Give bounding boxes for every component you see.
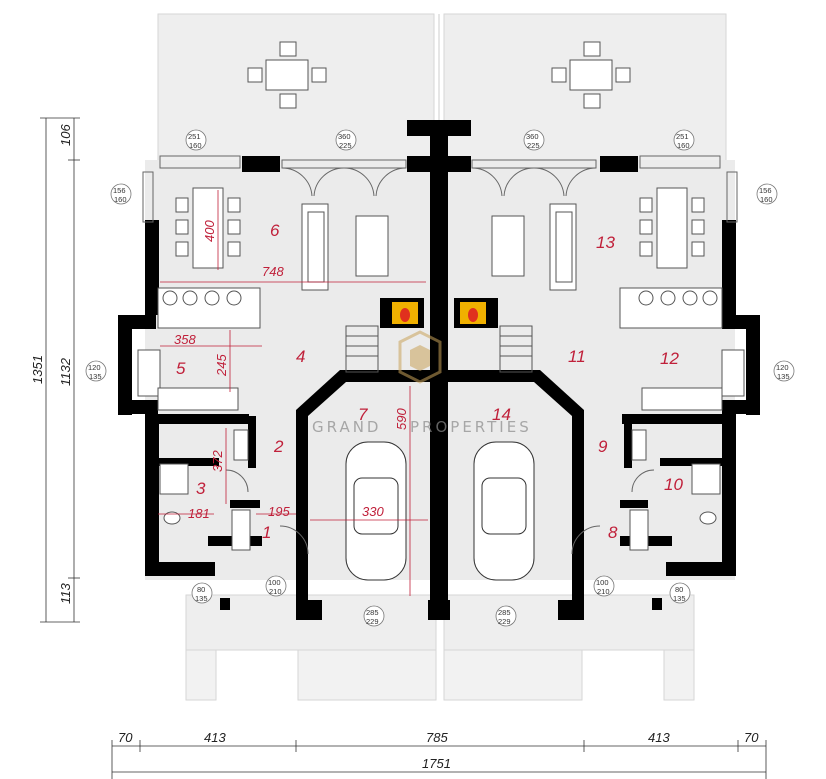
tag-7-h: 135 — [89, 372, 102, 381]
dim-left-total: 1351 — [30, 355, 45, 384]
room-3-label: 3 — [196, 479, 206, 498]
room-13-label: 13 — [596, 233, 615, 252]
room-14-label: 14 — [492, 405, 511, 424]
tag-5-w: 156 — [113, 186, 126, 195]
tag-3-h: 225 — [527, 141, 540, 150]
terrace-table-left — [247, 41, 327, 109]
tag-3-w: 360 — [526, 132, 539, 141]
tag-9-w: 100 — [268, 578, 281, 587]
room-1-label: 1 — [262, 523, 271, 542]
dim-bottom-70-right: 70 — [744, 730, 759, 745]
tag-13-w: 285 — [366, 608, 379, 617]
room-4-label: 4 — [296, 347, 305, 366]
dim-bottom-70-left: 70 — [118, 730, 133, 745]
tag-10-h: 210 — [597, 587, 610, 596]
tag-14-w: 285 — [498, 608, 511, 617]
tag-8-h: 135 — [777, 372, 790, 381]
tag-12-h: 135 — [673, 594, 686, 603]
watermark-text-left: GRAND — [312, 418, 381, 436]
tag-4-w: 251 — [676, 132, 689, 141]
dim-left-1132: 1132 — [58, 357, 73, 386]
dim-bottom-total: 1751 — [422, 756, 451, 771]
fireplace-right — [454, 298, 498, 328]
dim-181: 181 — [188, 506, 210, 521]
tag-2-h: 225 — [339, 141, 352, 150]
room-6-label: 6 — [270, 221, 280, 240]
tag-6-h: 160 — [760, 195, 773, 204]
tag-14-h: 229 — [498, 617, 511, 626]
room-7-label: 7 — [358, 405, 368, 424]
tag-10-w: 100 — [596, 578, 609, 587]
tag-11-w: 80 — [197, 585, 205, 594]
dim-left-113: 113 — [58, 583, 73, 604]
dim-left-106: 106 — [58, 124, 73, 146]
tag-2-w: 360 — [338, 132, 351, 141]
room-5-label: 5 — [176, 359, 186, 378]
dim-748: 748 — [262, 264, 284, 279]
tag-9-h: 210 — [269, 587, 282, 596]
dining-table-right — [639, 187, 705, 269]
dim-358: 358 — [174, 332, 196, 347]
opening-tags — [85, 129, 795, 627]
tag-5-h: 160 — [114, 195, 127, 204]
tag-11-h: 135 — [195, 594, 208, 603]
dim-400: 400 — [202, 220, 217, 242]
sofa-left — [301, 203, 389, 291]
car-right — [473, 441, 535, 581]
room-12-label: 12 — [660, 349, 679, 368]
dim-bottom-413-right: 413 — [648, 730, 670, 745]
dim-bottom-413-left: 413 — [204, 730, 226, 745]
tag-1-h: 160 — [189, 141, 202, 150]
watermark-logo — [398, 330, 442, 384]
dim-195: 195 — [268, 504, 290, 519]
room-11-label: 11 — [568, 347, 586, 366]
tag-12-w: 80 — [675, 585, 683, 594]
terrace-table-right — [551, 41, 631, 109]
tag-13-h: 229 — [366, 617, 379, 626]
tag-6-w: 156 — [759, 186, 772, 195]
walls — [118, 120, 760, 620]
room-8-label: 8 — [608, 523, 618, 542]
tag-7-w: 120 — [88, 363, 101, 372]
tag-4-h: 160 — [677, 141, 690, 150]
dim-bottom-785: 785 — [426, 730, 448, 745]
sofa-right — [491, 203, 577, 291]
dim-372: 372 — [210, 450, 225, 472]
dim-245: 245 — [214, 354, 229, 377]
dim-590: 590 — [394, 408, 409, 430]
room-9-label: 9 — [598, 437, 608, 456]
tag-1-w: 251 — [188, 132, 201, 141]
fireplace-left — [380, 298, 424, 328]
dim-330: 330 — [362, 504, 384, 519]
tag-8-w: 120 — [776, 363, 789, 372]
room-2-label: 2 — [273, 437, 284, 456]
watermark-text-right: PROPERTIES — [410, 418, 532, 436]
room-10-label: 10 — [664, 475, 683, 494]
